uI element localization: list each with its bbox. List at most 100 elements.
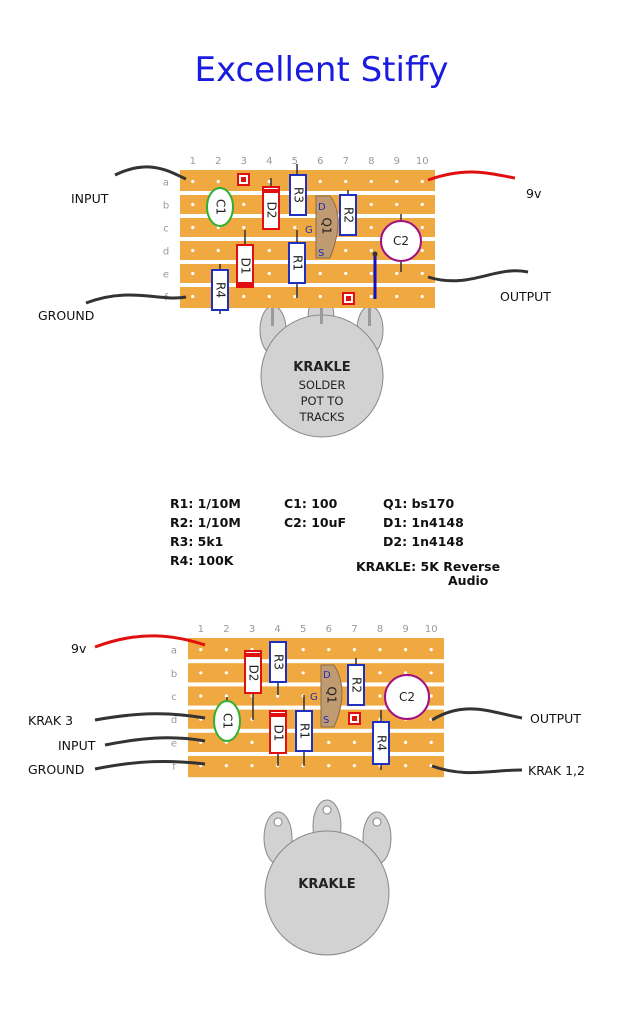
track-hole (216, 179, 220, 184)
track-hole (344, 271, 348, 276)
bottom-r1-label: R1 (298, 723, 312, 739)
track-hole (191, 225, 195, 230)
bottom-c1-capacitor: C1 (213, 700, 241, 742)
track-hole (224, 648, 228, 652)
track-gap (180, 237, 435, 241)
track-hole (267, 294, 271, 299)
track-hole (191, 179, 195, 184)
track-hole (242, 202, 246, 207)
row-letter: b (171, 669, 177, 680)
column-number: 10 (425, 624, 438, 635)
bottom-d2-label: D2 (247, 665, 261, 682)
track-gap (180, 283, 435, 287)
row-letter: c (171, 692, 177, 703)
top-r3-label: R3 (292, 187, 306, 203)
row-letter: f (172, 762, 176, 773)
top-q1-pin-s: S (318, 248, 324, 259)
track-hole (429, 740, 433, 745)
column-number: 10 (416, 156, 429, 167)
part-r3: R3: 5k1 (170, 534, 224, 549)
bottom-c1-label: C1 (221, 713, 235, 729)
top-9v-wire (427, 170, 516, 182)
part-d2: D2: 1n4148 (383, 534, 464, 549)
bottom-r3-resistor: R3 (269, 641, 287, 683)
top-r1-label: R1 (291, 255, 305, 271)
part-krakle-taper: Audio (448, 573, 489, 588)
column-number: 2 (215, 156, 221, 167)
track-hole (369, 271, 373, 276)
track-hole (191, 248, 195, 253)
parts-list-krakle: KRAKLE: 5K Reverse Audio (356, 560, 500, 588)
column-number: 5 (292, 156, 298, 167)
column-number: 6 (317, 156, 323, 167)
bottom-q1-pin-s: S (323, 715, 329, 726)
column-number: 4 (274, 624, 280, 635)
top-d1-label: D1 (239, 258, 253, 275)
track-hole (191, 271, 195, 276)
top-q1-label: Q1 (320, 217, 334, 234)
top-output-wire (427, 269, 529, 283)
column-number: 7 (351, 624, 357, 635)
track-hole (224, 671, 228, 675)
track-hole (199, 671, 203, 675)
track-hole (293, 294, 297, 299)
parts-list-capacitors: C1: 100 C2: 10uF (284, 494, 346, 532)
bottom-r3-label: R3 (272, 654, 286, 670)
track-hole (395, 294, 399, 299)
top-pot-name: KRAKLE (293, 360, 350, 375)
top-pot-note-line-3: TRACKS (298, 410, 344, 424)
part-d1: D1: 1n4148 (383, 515, 464, 530)
bottom-r4-label: R4 (375, 735, 389, 751)
bottom-9v-wire (94, 634, 206, 649)
bottom-component-leads (226, 658, 382, 770)
column-number: 1 (190, 156, 196, 167)
track-hole (352, 740, 356, 745)
bottom-krak12-label: KRAK 1,2 (528, 763, 585, 778)
track-hole (352, 764, 356, 768)
bottom-q1-pin-d: D (323, 670, 331, 681)
top-pot-note-line-2: POT TO (301, 394, 344, 408)
top-krakle-pot: KRAKLE SOLDER POT TO TRACKS (259, 293, 384, 438)
track-hole (420, 202, 424, 207)
bottom-d2-diode: D2 (244, 650, 262, 694)
top-ground-wire (85, 293, 187, 305)
track-gap (180, 191, 435, 195)
column-number: 7 (343, 156, 349, 167)
column-number: 1 (198, 624, 204, 635)
track-hole (420, 271, 424, 276)
track-gap (188, 682, 444, 687)
track-hole (420, 294, 424, 299)
track-hole (429, 648, 433, 652)
bottom-track-cut-d7-mark (352, 716, 357, 721)
track-gap (180, 260, 435, 264)
track-hole (224, 764, 228, 768)
bottom-ground-label: GROUND (28, 762, 84, 777)
top-track-cut-a3-mark (241, 177, 246, 182)
track-hole (420, 248, 424, 253)
track-hole (191, 202, 195, 207)
top-track-cut-f7-mark (346, 296, 351, 301)
top-output-label: OUTPUT (500, 289, 551, 304)
bottom-r1-resistor: R1 (295, 710, 313, 752)
track-hole (369, 202, 373, 207)
track-hole (378, 671, 382, 675)
top-input-label: INPUT (71, 191, 109, 206)
bottom-c2-capacitor: C2 (384, 674, 430, 720)
top-c1-label: C1 (214, 199, 228, 215)
track-hole (301, 671, 305, 675)
row-letter: e (171, 738, 177, 749)
bottom-output-label: OUTPUT (530, 711, 581, 726)
top-r2-resistor: R2 (339, 194, 357, 236)
part-r4: R4: 100K (170, 553, 234, 568)
top-q1-transistor: Q1 D G S (305, 195, 339, 259)
track-hole (378, 648, 382, 652)
track-hole (250, 740, 254, 745)
row-letter: d (171, 715, 177, 726)
track-gap (180, 214, 435, 218)
